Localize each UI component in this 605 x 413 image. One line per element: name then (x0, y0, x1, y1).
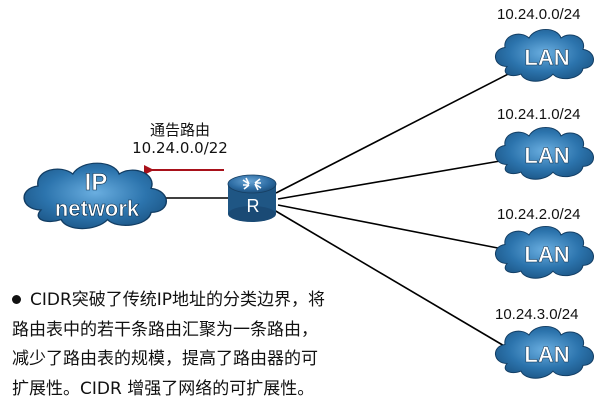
router-label: R (247, 196, 260, 216)
note-line-3: 减少了路由表的规模，提高了路由器的可 (12, 349, 318, 369)
link-router-lan-4 (273, 209, 507, 348)
ip-network-label-line2: network (55, 196, 140, 221)
note-line-4: 扩展性。CIDR 增强了网络的可扩展性。 (12, 378, 315, 399)
lan-label-4: LAN (524, 342, 569, 367)
lan-label-2: LAN (524, 143, 569, 168)
ip-network-label-line1: IP (85, 169, 108, 196)
advertise-title: 通告路由 (149, 121, 210, 139)
advertise-route: 10.24.0.0/22 (132, 139, 228, 157)
bullet-icon (12, 295, 21, 304)
lan-subnet-1: 10.24.0.0/24 (497, 6, 581, 23)
link-router-lan-2 (277, 159, 507, 200)
note-line-2: 路由表中的若干条路由汇聚为一条路由， (12, 319, 318, 340)
lan-subnet-3: 10.24.2.0/24 (497, 206, 581, 223)
link-router-lan-3 (277, 204, 509, 251)
lan-subnet-2: 10.24.1.0/24 (497, 106, 581, 123)
lan-subnet-4: 10.24.3.0/24 (495, 306, 579, 323)
cidr-note: CIDR突破了传统IP地址的分类边界，将 路由表中的若干条路由汇聚为一条路由， … (12, 286, 392, 404)
lan-label-1: LAN (524, 45, 569, 70)
router-icon (227, 174, 277, 222)
note-line-1: CIDR突破了传统IP地址的分类边界，将 (30, 290, 326, 310)
lan-label-3: LAN (524, 242, 569, 267)
link-router-lan-1 (275, 69, 517, 194)
